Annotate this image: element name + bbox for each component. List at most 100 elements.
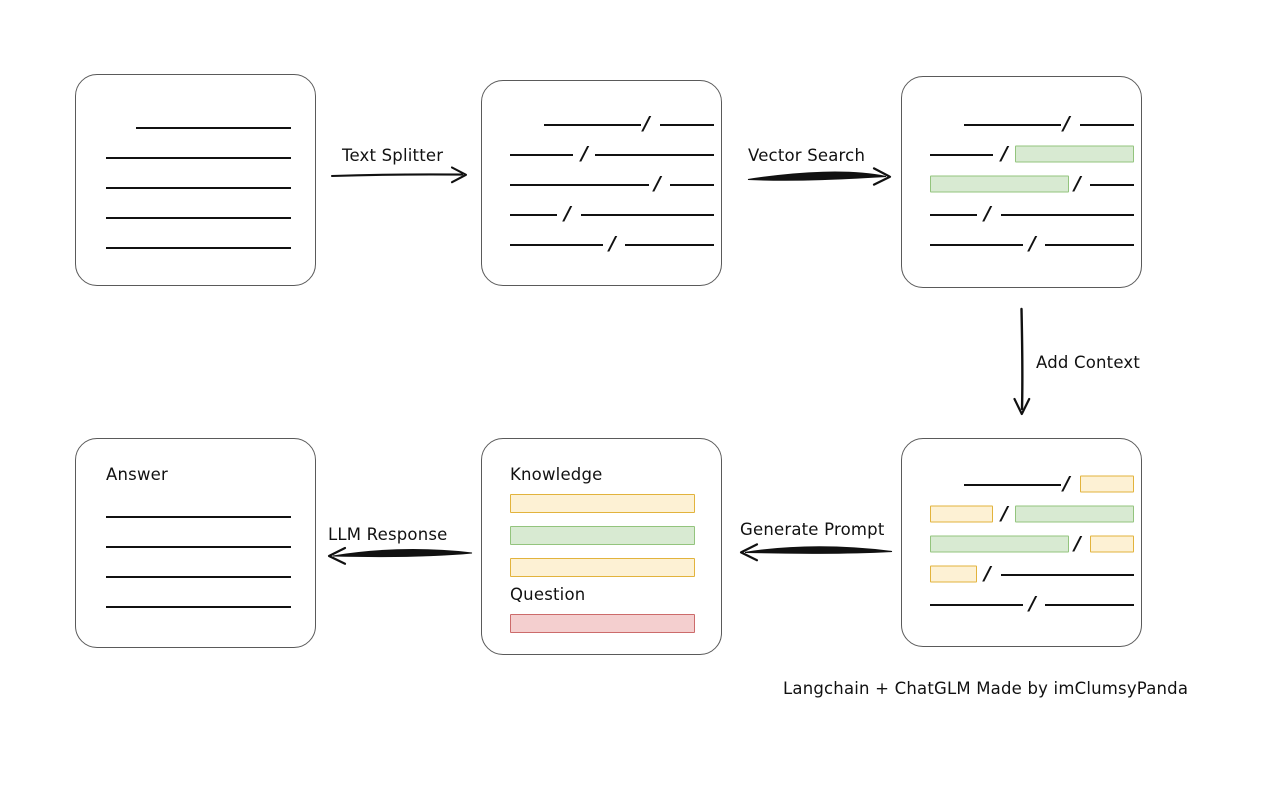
footer-credit: Langchain + ChatGLM Made by imClumsyPand…: [783, 679, 1189, 698]
arrow-add-context: [1013, 307, 1031, 416]
text-line: [1045, 604, 1134, 606]
highlight-chip-yellow: [1090, 535, 1134, 553]
knowledge-bar-1: [510, 494, 695, 513]
text-line: [625, 244, 714, 246]
answer-text-row: [76, 531, 315, 561]
highlight-chip-green: [930, 535, 1069, 553]
source-document-rows: [76, 112, 315, 262]
arrow-generate-prompt: [739, 543, 893, 562]
text-line: [1090, 184, 1134, 186]
text-line: [106, 217, 291, 219]
slash-separator-icon: /: [1074, 172, 1081, 195]
text-row: [76, 172, 315, 202]
highlight-chip-green: [930, 175, 1069, 193]
split-chunks-rows: / / / / /: [482, 109, 721, 259]
text-row: /: [902, 139, 1141, 169]
highlight-chip-yellow: [1080, 475, 1134, 493]
question-label: Question: [510, 585, 586, 604]
text-line: [930, 604, 1023, 606]
slash-separator-icon: /: [564, 202, 571, 225]
question-bar-1: [510, 614, 695, 633]
text-line: [1045, 244, 1134, 246]
text-row: [76, 232, 315, 262]
text-line: [510, 184, 649, 186]
node-vector-matched-chunks[interactable]: / / / / /: [901, 76, 1142, 288]
text-line: [510, 154, 573, 156]
answer-rows: [76, 501, 315, 621]
edge-label-vector-search: Vector Search: [748, 146, 866, 165]
text-row: /: [902, 589, 1141, 619]
text-row: /: [902, 529, 1141, 559]
slash-separator-icon: /: [581, 142, 588, 165]
text-line: [930, 154, 993, 156]
arrow-vector-search: [747, 167, 892, 186]
knowledge-bar-3: [510, 558, 695, 577]
knowledge-label: Knowledge: [510, 465, 603, 484]
edge-label-add-context: Add Context: [1036, 353, 1141, 372]
slash-separator-icon: /: [609, 232, 616, 255]
text-row: /: [482, 109, 721, 139]
text-row: /: [902, 109, 1141, 139]
text-row: /: [482, 169, 721, 199]
text-line: [964, 124, 1061, 126]
slash-separator-icon: /: [1063, 112, 1070, 135]
text-line: [106, 157, 291, 159]
slash-separator-icon: /: [1001, 502, 1008, 525]
arrow-text-splitter: [330, 166, 468, 184]
arrow-llm-response: [327, 546, 473, 565]
text-line: [964, 484, 1061, 486]
highlight-chip-yellow: [930, 505, 993, 523]
text-line: [106, 516, 291, 518]
text-line: [581, 214, 714, 216]
text-row: /: [902, 229, 1141, 259]
node-context-added-chunks[interactable]: /////: [901, 438, 1142, 647]
answer-text-row: [76, 501, 315, 531]
text-line: [510, 214, 557, 216]
text-line: [1080, 124, 1134, 126]
text-line: [595, 154, 714, 156]
node-answer[interactable]: Answer: [75, 438, 316, 648]
answer-text-row: [76, 561, 315, 591]
text-row: /: [482, 139, 721, 169]
text-line: [136, 127, 291, 129]
slash-separator-icon: /: [1063, 472, 1070, 495]
highlight-chip-yellow: [930, 565, 977, 583]
text-row: [76, 142, 315, 172]
text-row: /: [902, 199, 1141, 229]
text-line: [1001, 574, 1134, 576]
answer-label: Answer: [106, 465, 168, 484]
answer-text-row: [76, 591, 315, 621]
text-line: [106, 576, 291, 578]
node-split-chunks[interactable]: / / / / /: [481, 80, 722, 286]
text-line: [930, 214, 977, 216]
highlight-chip-green: [1015, 505, 1134, 523]
text-row: [76, 202, 315, 232]
text-line: [1001, 214, 1134, 216]
slash-separator-icon: /: [1029, 592, 1036, 615]
text-line: [544, 124, 641, 126]
slash-separator-icon: /: [1029, 232, 1036, 255]
text-row: /: [902, 169, 1141, 199]
text-row: [76, 112, 315, 142]
node-prompt[interactable]: Knowledge Question: [481, 438, 722, 655]
slash-separator-icon: /: [1001, 142, 1008, 165]
text-line: [510, 244, 603, 246]
vector-matched-rows: / / / / /: [902, 109, 1141, 259]
text-row: /: [482, 199, 721, 229]
node-source-document[interactable]: [75, 74, 316, 286]
edge-label-text-splitter: Text Splitter: [342, 146, 444, 165]
text-line: [670, 184, 714, 186]
text-row: /: [482, 229, 721, 259]
text-row: /: [902, 559, 1141, 589]
text-line: [106, 546, 291, 548]
slash-separator-icon: /: [984, 202, 991, 225]
edge-label-generate-prompt: Generate Prompt: [740, 520, 885, 539]
highlight-chip-green: [1015, 145, 1134, 163]
text-row: /: [902, 499, 1141, 529]
knowledge-bar-2: [510, 526, 695, 545]
slash-separator-icon: /: [654, 172, 661, 195]
text-row: /: [902, 469, 1141, 499]
edge-label-llm-response: LLM Response: [328, 525, 448, 544]
text-line: [660, 124, 714, 126]
